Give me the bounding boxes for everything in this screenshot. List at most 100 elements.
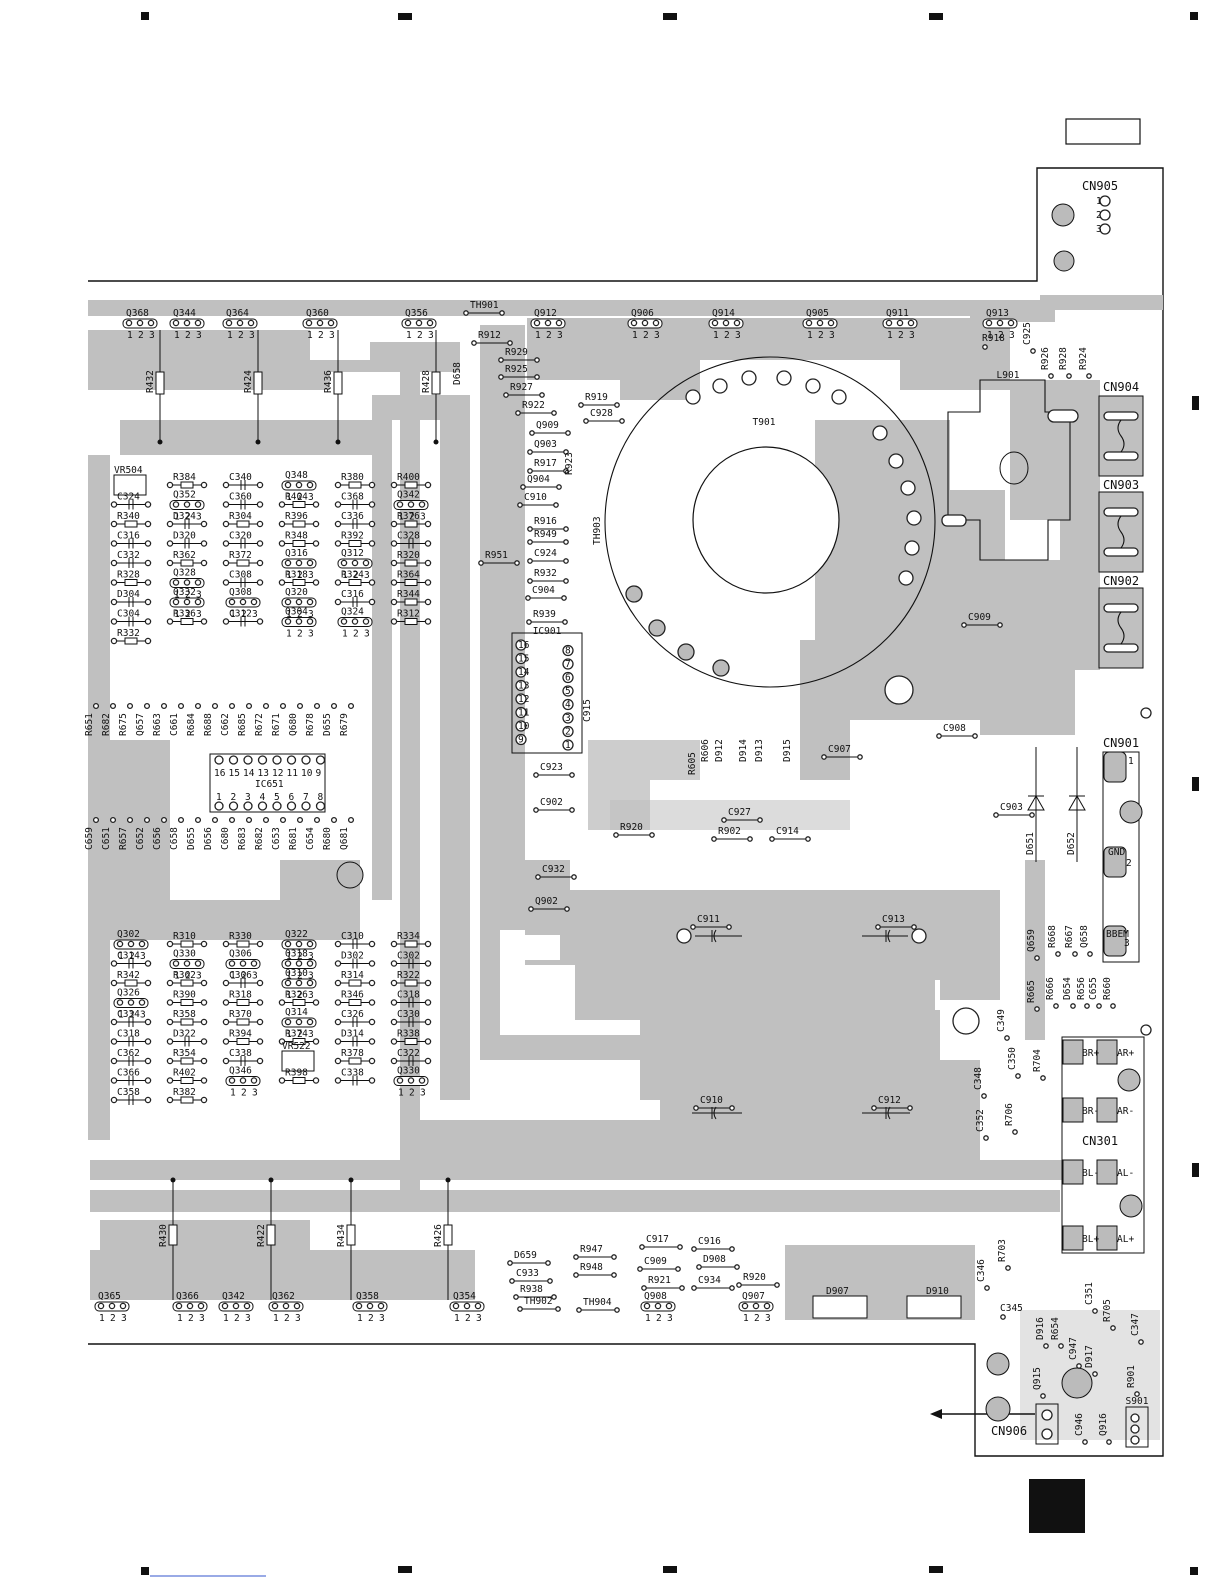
- svg-text:2: 2: [465, 1313, 471, 1324]
- part-r938-b2: R938: [513, 1284, 557, 1300]
- part-c910-c43-label: C910: [700, 1095, 723, 1106]
- part-r370-26: R370: [222, 1009, 264, 1026]
- part-c306-14-label: C306: [229, 970, 252, 981]
- part-q306-8-label: Q306: [229, 949, 252, 960]
- part-d913-c30: D913: [754, 739, 765, 762]
- part-c334-24-label: C334: [117, 1009, 140, 1020]
- part-r334-5: R334: [390, 931, 432, 948]
- svg-text:2: 2: [368, 1313, 374, 1324]
- part-c346-r22: C346: [976, 1259, 990, 1291]
- part-r680-m30-label: R680: [322, 827, 333, 850]
- svg-text:3: 3: [140, 1010, 146, 1021]
- part-c654-m29-label: C654: [305, 827, 316, 850]
- part-r688-m7: R688: [203, 702, 219, 736]
- part-r684-m6: R684: [186, 702, 202, 736]
- transistor-q344-label: Q344: [173, 308, 196, 319]
- svg-text:1: 1: [174, 590, 180, 601]
- part-c332-24: C332: [110, 550, 152, 568]
- part-d916-r27: D916: [1035, 1317, 1049, 1349]
- part-q657-m3: Q657: [135, 702, 151, 736]
- part-r382-49-label: R382: [173, 1087, 196, 1098]
- svg-text:2: 2: [546, 330, 552, 341]
- ic651-pin: 16: [214, 768, 226, 779]
- part-q659-r5: Q659: [1026, 929, 1040, 961]
- part-r338-35-label: R338: [397, 1029, 420, 1040]
- part-r374-33-label: R374: [285, 1029, 308, 1040]
- part-d320-19: D320: [166, 531, 208, 549]
- part-th902-b3: TH902: [517, 1296, 561, 1312]
- part-d912-c28-label: D912: [714, 739, 725, 762]
- part-q903-c10-label: Q903: [534, 439, 557, 450]
- part-c909-c33-label: C909: [968, 612, 991, 623]
- part-r920-b13-label: R920: [743, 1272, 766, 1283]
- ic651-label: IC651: [255, 779, 284, 790]
- part-c652-m19: C652: [135, 816, 151, 850]
- svg-text:1: 1: [227, 330, 233, 341]
- part-c360-8-label: C360: [229, 492, 252, 503]
- part-c946-r33-label: C946: [1074, 1413, 1085, 1436]
- svg-text:3: 3: [308, 1029, 314, 1040]
- part-q324-46-label: Q324: [341, 607, 364, 618]
- transistor-q366-label: Q366: [176, 1291, 199, 1302]
- part-q312-28-label: Q312: [341, 548, 364, 559]
- part-r348-21: R348: [278, 531, 320, 547]
- resistor-r428: R428: [421, 330, 441, 445]
- svg-text:3: 3: [765, 1313, 771, 1324]
- ic901-pin: 14: [518, 667, 530, 678]
- cn905-pin-3: 3: [1096, 224, 1102, 235]
- part-r336-43-label: R336: [173, 609, 196, 620]
- part-c680-m24: C680: [220, 816, 236, 850]
- part-r362-25: R362: [166, 550, 208, 567]
- s901-label: S901: [1126, 1396, 1149, 1407]
- part-vr504-0: VR504: [113, 465, 147, 496]
- cn904-label: CN904: [1103, 380, 1139, 394]
- svg-text:2: 2: [241, 1088, 247, 1099]
- svg-text:2: 2: [409, 1088, 415, 1099]
- part-c340-2: C340: [222, 472, 264, 490]
- part-q902-c40-label: Q902: [535, 896, 558, 907]
- part-c328-23-label: C328: [397, 531, 420, 542]
- svg-text:3: 3: [121, 1313, 127, 1324]
- part-c348-r18: C348: [973, 1067, 987, 1099]
- part-c912-c44: C912: [871, 1095, 913, 1111]
- ic901-pin: 10: [518, 721, 530, 732]
- svg-text:2: 2: [129, 951, 135, 962]
- part-c336-16: C336: [334, 511, 376, 529]
- svg-text:3: 3: [308, 971, 314, 982]
- part-q903-c10: Q903: [527, 439, 569, 455]
- part-r927-c5: R927: [503, 382, 545, 398]
- part-d324-13: D324: [166, 511, 208, 529]
- cn903-label: CN903: [1103, 478, 1139, 492]
- part-r382-49: R382: [166, 1087, 208, 1104]
- svg-text:3: 3: [196, 971, 202, 982]
- part-d304-36-label: D304: [117, 589, 140, 600]
- part-r328-30-label: R328: [117, 570, 140, 581]
- part-r675-m2: R675: [118, 702, 134, 736]
- resistor-r422-label: R422: [256, 1224, 267, 1247]
- ic901-pin: 13: [518, 681, 529, 692]
- part-r346-22: R346: [334, 990, 376, 1006]
- part-r682-m1-label: R682: [101, 713, 112, 736]
- part-c914-c38: C914: [769, 826, 811, 842]
- part-c347-r26-label: C347: [1130, 1313, 1141, 1336]
- ic901-pin: 3: [565, 713, 571, 724]
- part-c910-c14: C910: [517, 492, 559, 508]
- ic901-pin: 12: [518, 694, 529, 705]
- svg-text:3: 3: [196, 330, 202, 341]
- part-c318-23: C318: [390, 990, 432, 1008]
- part-d915-c31: D915: [782, 739, 793, 762]
- part-d917-r30: D917: [1084, 1345, 1098, 1377]
- ic901-pin: 6: [565, 673, 571, 684]
- part-r684-m6-label: R684: [186, 713, 197, 736]
- part-r927-c5-label: R927: [510, 382, 533, 393]
- resistor-r430: R430: [158, 1177, 178, 1300]
- part-d908-b11: D908: [696, 1254, 740, 1270]
- part-r380-4: R380: [334, 472, 376, 489]
- part-r916-c15-label: R916: [534, 516, 557, 527]
